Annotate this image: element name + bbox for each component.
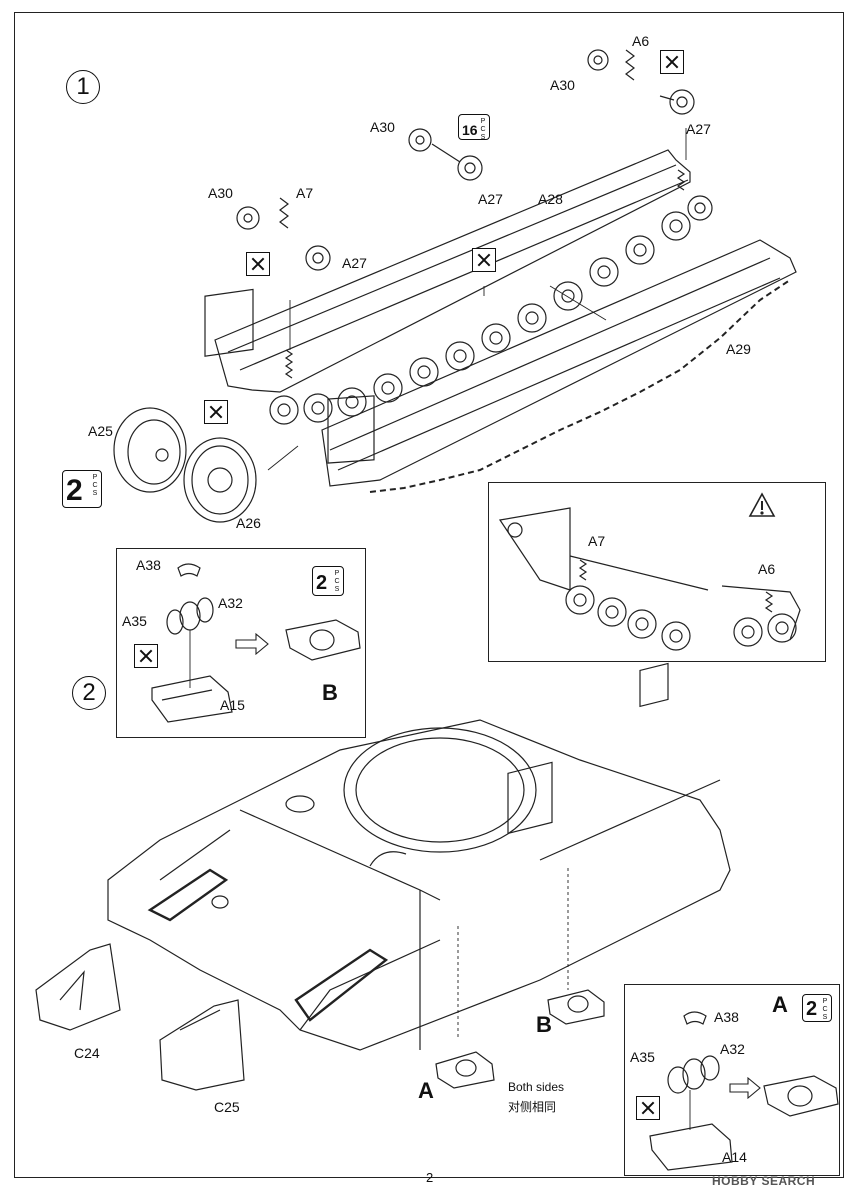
suspension-frame-a28 [204, 149, 691, 393]
part-label-a7: A7 [296, 185, 314, 201]
part-label-a7: A7 [588, 533, 606, 549]
part-label-a28: A28 [538, 191, 563, 207]
part-label-a32: A32 [720, 1041, 745, 1057]
hull-body [107, 662, 731, 1051]
bogie-a-on-hull [435, 1051, 495, 1089]
warning-triangle-icon [748, 492, 776, 517]
no-glue-icon [636, 1096, 660, 1120]
part-label-a38: A38 [714, 1009, 739, 1025]
bogie-b-on-hull [547, 989, 605, 1025]
note-both-sides-chinese: 对侧相同 [508, 1100, 557, 1114]
no-glue-icon [246, 252, 270, 276]
step-number-2: 2 [72, 676, 106, 710]
no-glue-icon [472, 248, 496, 272]
road-wheels [269, 195, 713, 425]
subassembly-label-b: B [536, 1012, 552, 1037]
armor-plate-c25 [159, 999, 245, 1091]
part-label-a32: A32 [218, 595, 243, 611]
quantity-number: 2 [316, 572, 328, 594]
suspension-detail-panel [488, 482, 826, 662]
armor-plate-c24 [35, 943, 121, 1031]
part-label-a35: A35 [630, 1049, 655, 1065]
detail-panel-art [498, 507, 801, 651]
subassembly-a-panel [624, 984, 840, 1176]
idler-wheel-a25 [113, 407, 187, 493]
page-border [14, 12, 844, 1178]
part-label-a27: A27 [478, 191, 503, 207]
note-both-sides: Both sides [508, 1080, 565, 1094]
subassembly-label-b: B [322, 680, 338, 705]
part-label-a25: A25 [88, 423, 113, 439]
part-label-a26: A26 [236, 515, 261, 531]
quantity-number: 2 [66, 474, 83, 507]
part-label-c25: C25 [214, 1099, 240, 1115]
part-label-a6: A6 [758, 561, 776, 577]
exploded-parts [236, 49, 695, 271]
step2-art [151, 563, 361, 723]
subassembly-a-art [649, 1011, 839, 1171]
part-label-a30: A30 [550, 77, 575, 93]
part-label-a30: A30 [208, 185, 233, 201]
part-label-a27: A27 [342, 255, 367, 271]
part-label-a14: A14 [722, 1149, 747, 1165]
part-label-a15: A15 [220, 697, 245, 713]
step2-panel [116, 548, 366, 738]
step-number-1: 1 [66, 70, 100, 104]
arrow-right-icon [235, 632, 269, 656]
no-glue-icon [204, 400, 228, 424]
no-glue-icon [660, 50, 684, 74]
part-label-a29: A29 [726, 341, 751, 357]
spring-a7 [284, 349, 294, 379]
watermark: HOBBY SEARCH [712, 1174, 816, 1188]
page-number: 2 [426, 1170, 434, 1185]
hull-guide-lines [457, 868, 569, 1040]
track-frame-a29 [321, 239, 797, 493]
no-glue-icon [134, 644, 158, 668]
part-label-a35: A35 [122, 613, 147, 629]
part-label-a30: A30 [370, 119, 395, 135]
quantity-number: 2 [806, 998, 818, 1020]
part-label-a38: A38 [136, 557, 161, 573]
part-label-c24: C24 [74, 1045, 100, 1061]
subassembly-label-a: A [418, 1078, 434, 1103]
part-label-a27: A27 [686, 121, 711, 137]
part-label-a6: A6 [632, 33, 650, 49]
spring-a6 [676, 169, 686, 191]
quantity-number: 16 [462, 122, 478, 138]
subassembly-title-a: A [772, 992, 788, 1017]
sprocket-wheel-a26 [183, 437, 257, 523]
assembly-guide-lines [267, 128, 687, 471]
